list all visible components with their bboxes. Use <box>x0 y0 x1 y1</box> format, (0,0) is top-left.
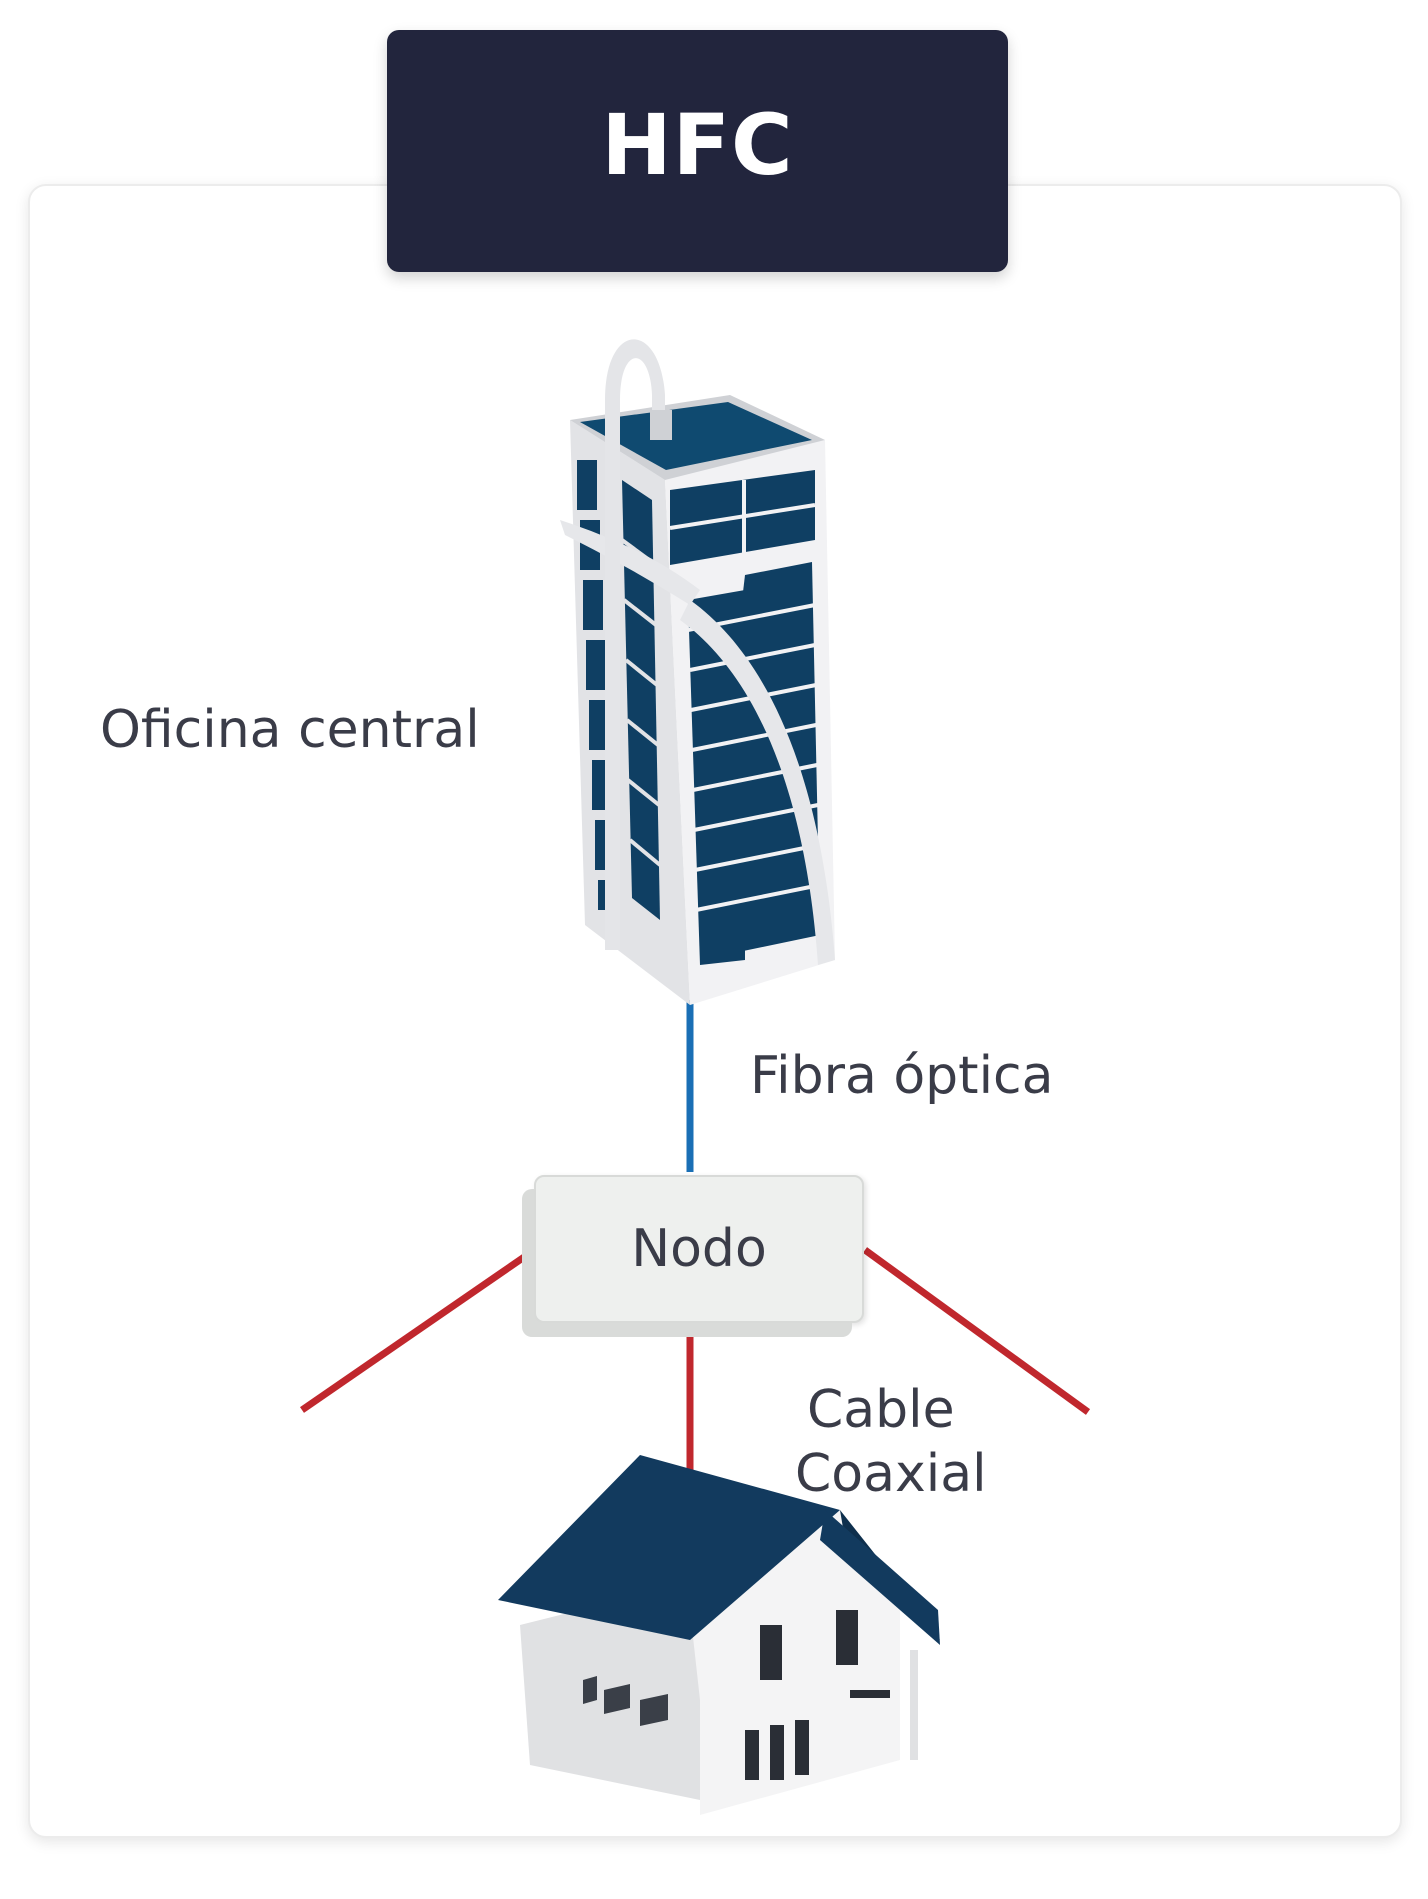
coax-label-line1: Cable <box>807 1380 955 1440</box>
coax-line-left <box>300 1250 532 1413</box>
coax-label-line2: Coaxial <box>795 1444 987 1504</box>
title-banner: HFC <box>387 30 1008 272</box>
node-box: Nodo <box>534 1175 864 1323</box>
house-icon <box>498 1455 940 1815</box>
coax-line-right <box>862 1247 1091 1415</box>
office-building-icon <box>560 339 835 1005</box>
diagram-title: HFC <box>601 96 794 194</box>
fiber-label: Fibra óptica <box>750 1046 1054 1106</box>
central-office-label: Oficina central <box>100 700 480 760</box>
node-label: Nodo <box>631 1219 767 1279</box>
